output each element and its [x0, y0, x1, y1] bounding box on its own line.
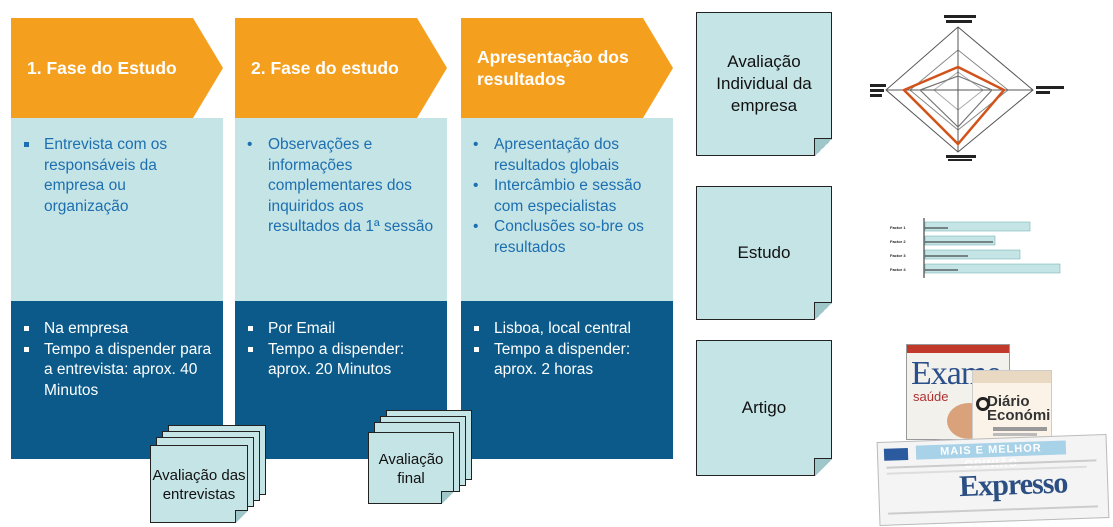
bar-label: Factor 2 — [890, 239, 906, 244]
phase-logistics-3: Lisboa, local central Tempo a dispender:… — [461, 301, 673, 459]
phase-details-3: Apresentação dos resultados globais Inte… — [461, 118, 673, 301]
document-evaluation-interviews: Avaliação das entrevistas — [150, 445, 248, 523]
chevron-arrow-shape — [11, 18, 223, 118]
page-fold-icon — [814, 458, 832, 476]
page-fold-icon — [814, 138, 832, 156]
magnifier-icon — [976, 397, 990, 411]
logistics-item: Lisboa, local central — [473, 319, 663, 340]
newspaper-diario-economico: Diário Económico — [972, 370, 1052, 440]
output-individual-evaluation: Avaliação Individual da empresa — [696, 12, 832, 156]
magazine-subtitle: saúde — [913, 389, 949, 404]
bar-factor-4 — [924, 263, 1061, 274]
newspaper-masthead: Expresso — [958, 466, 1068, 504]
phase-details-1: Entrevista com os responsáveis da empres… — [11, 118, 223, 301]
detail-item: Entrevista com os responsáveis da empres… — [23, 135, 213, 217]
phase-header-1: 1. Fase do Estudo — [11, 18, 223, 118]
logistics-item: Tempo a dispender: aprox. 20 Minutos — [247, 340, 437, 381]
radar-series-line — [901, 65, 1006, 146]
bar-factor-2 — [924, 235, 996, 246]
newspaper-collage: Exame saúde Diário Económico MAIS E MELH… — [872, 340, 1112, 526]
phase-title-3: Apresentação dos resultados — [477, 47, 629, 89]
page-fold-icon — [814, 302, 832, 320]
newspaper-banner: MAIS E MELHOR OPINIÃO — [915, 440, 1067, 471]
logistics-item: Tempo a dispender para a entrevista: apr… — [23, 340, 213, 402]
bar-label: Factor 1 — [890, 225, 906, 230]
logistics-item: Tempo a dispender: aprox. 2 horas — [473, 340, 663, 381]
phase-header-2: 2. Fase do estudo — [235, 18, 447, 118]
logistics-item: Por Email — [247, 319, 437, 340]
document-final-evaluation: Avaliação final — [368, 432, 454, 504]
phase-title-1: 1. Fase do Estudo — [27, 58, 177, 78]
bar-factor-1 — [924, 221, 1031, 232]
detail-item: Observações e informações complementares… — [247, 135, 437, 238]
bar-chart-thumbnail: Factor 1 Factor 2 Factor 3 Factor 4 — [890, 218, 1061, 278]
document-stack-evaluation-interviews: Avaliação das entrevistas — [150, 425, 270, 525]
document-stack-final-evaluation: Avaliação final — [368, 410, 478, 510]
newspaper-masthead: Diário Económico — [987, 393, 1051, 424]
detail-item: Apresentação dos resultados globais — [473, 135, 663, 176]
radar-chart-thumbnail — [870, 15, 1064, 161]
chevron-arrow-shape — [235, 18, 447, 118]
bar-factor-3 — [924, 249, 1021, 260]
chevron-arrow-shape — [461, 18, 673, 118]
detail-item: Conclusões so-bre os resultados — [473, 217, 663, 258]
bar-label: Factor 3 — [890, 253, 906, 258]
phase-title-2: 2. Fase do estudo — [251, 58, 399, 78]
detail-item: Intercâmbio e sessão com especialistas — [473, 176, 663, 217]
output-study: Estudo — [696, 186, 832, 320]
phase-header-3: Apresentação dos resultados — [461, 18, 673, 118]
output-article: Artigo — [696, 340, 832, 476]
phase-details-2: Observações e informações complementares… — [235, 118, 447, 301]
bar-label: Factor 4 — [890, 267, 906, 272]
newspaper-expresso: MAIS E MELHOR OPINIÃO Expresso — [876, 434, 1110, 526]
logistics-item: Na empresa — [23, 319, 213, 340]
phase-logistics-1: Na empresa Tempo a dispender para a entr… — [11, 301, 223, 459]
